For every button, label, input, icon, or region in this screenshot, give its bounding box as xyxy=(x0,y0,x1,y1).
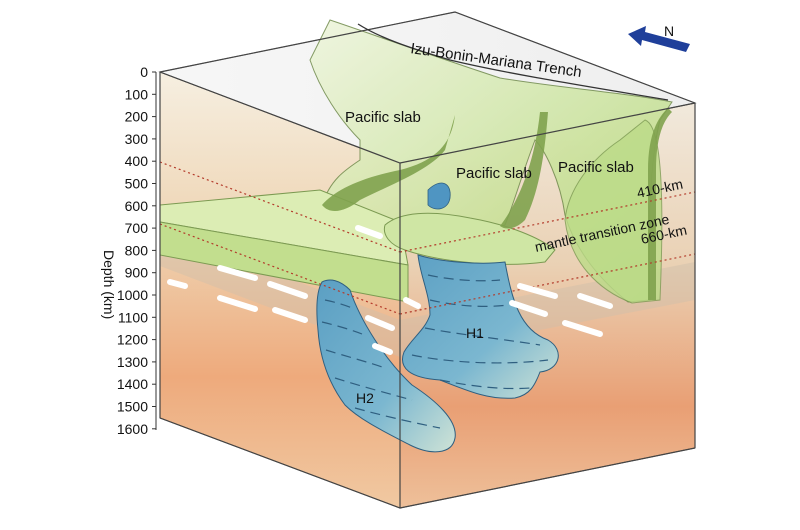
depth-tick-label: 600 xyxy=(125,198,149,214)
depth-tick-label: 1200 xyxy=(117,332,148,348)
label-pacific-slab-3: Pacific slab xyxy=(558,159,634,176)
depth-tick-label: 300 xyxy=(125,131,149,147)
anomaly-small xyxy=(427,182,451,210)
depth-tick-label: 500 xyxy=(125,176,149,192)
depth-tick-label: 1000 xyxy=(117,287,148,303)
slab-edge-1 xyxy=(322,115,455,212)
transition-zone-band xyxy=(160,230,695,357)
depth-tick-label: 700 xyxy=(125,220,149,236)
depth-tick-label: 1400 xyxy=(117,376,148,392)
depth-tick-label: 800 xyxy=(125,242,149,258)
label-pacific-slab-2: Pacific slab xyxy=(456,165,532,182)
white-dash-markers xyxy=(167,225,613,355)
depth-tick-label: 1600 xyxy=(117,421,148,437)
depth-tick-label: 1300 xyxy=(117,354,148,370)
anomaly-h1 xyxy=(402,254,559,399)
trench-line xyxy=(357,23,669,101)
discontinuity-lines xyxy=(159,161,696,315)
depth-tick-label: 0 xyxy=(140,64,148,80)
slab-right-curtain xyxy=(564,119,663,304)
slab-edge-2 xyxy=(500,112,548,229)
depth-tick-label: 100 xyxy=(125,86,149,102)
depth-ticks: 0 100 200 300 400 500 600 700 800 900 1000 1100 1200… xyxy=(117,64,156,437)
label-h2: H2 xyxy=(356,390,374,406)
box-edges xyxy=(159,11,696,509)
depth-tick-label: 200 xyxy=(125,109,149,125)
depth-tick-label: 400 xyxy=(125,153,149,169)
anomaly-h2 xyxy=(316,279,456,453)
anomaly-contours xyxy=(321,274,549,429)
depth-axis-label: Depth (km) xyxy=(101,250,117,319)
slab-edge-3 xyxy=(648,108,672,300)
north-label: N xyxy=(664,23,674,39)
depth-tick-label: 1100 xyxy=(118,309,148,325)
label-pacific-slab-1: Pacific slab xyxy=(345,109,421,126)
label-h1: H1 xyxy=(466,325,484,341)
depth-tick-label: 1500 xyxy=(117,399,148,415)
north-arrow-icon xyxy=(628,26,690,52)
depth-tick-label: 900 xyxy=(125,265,149,281)
